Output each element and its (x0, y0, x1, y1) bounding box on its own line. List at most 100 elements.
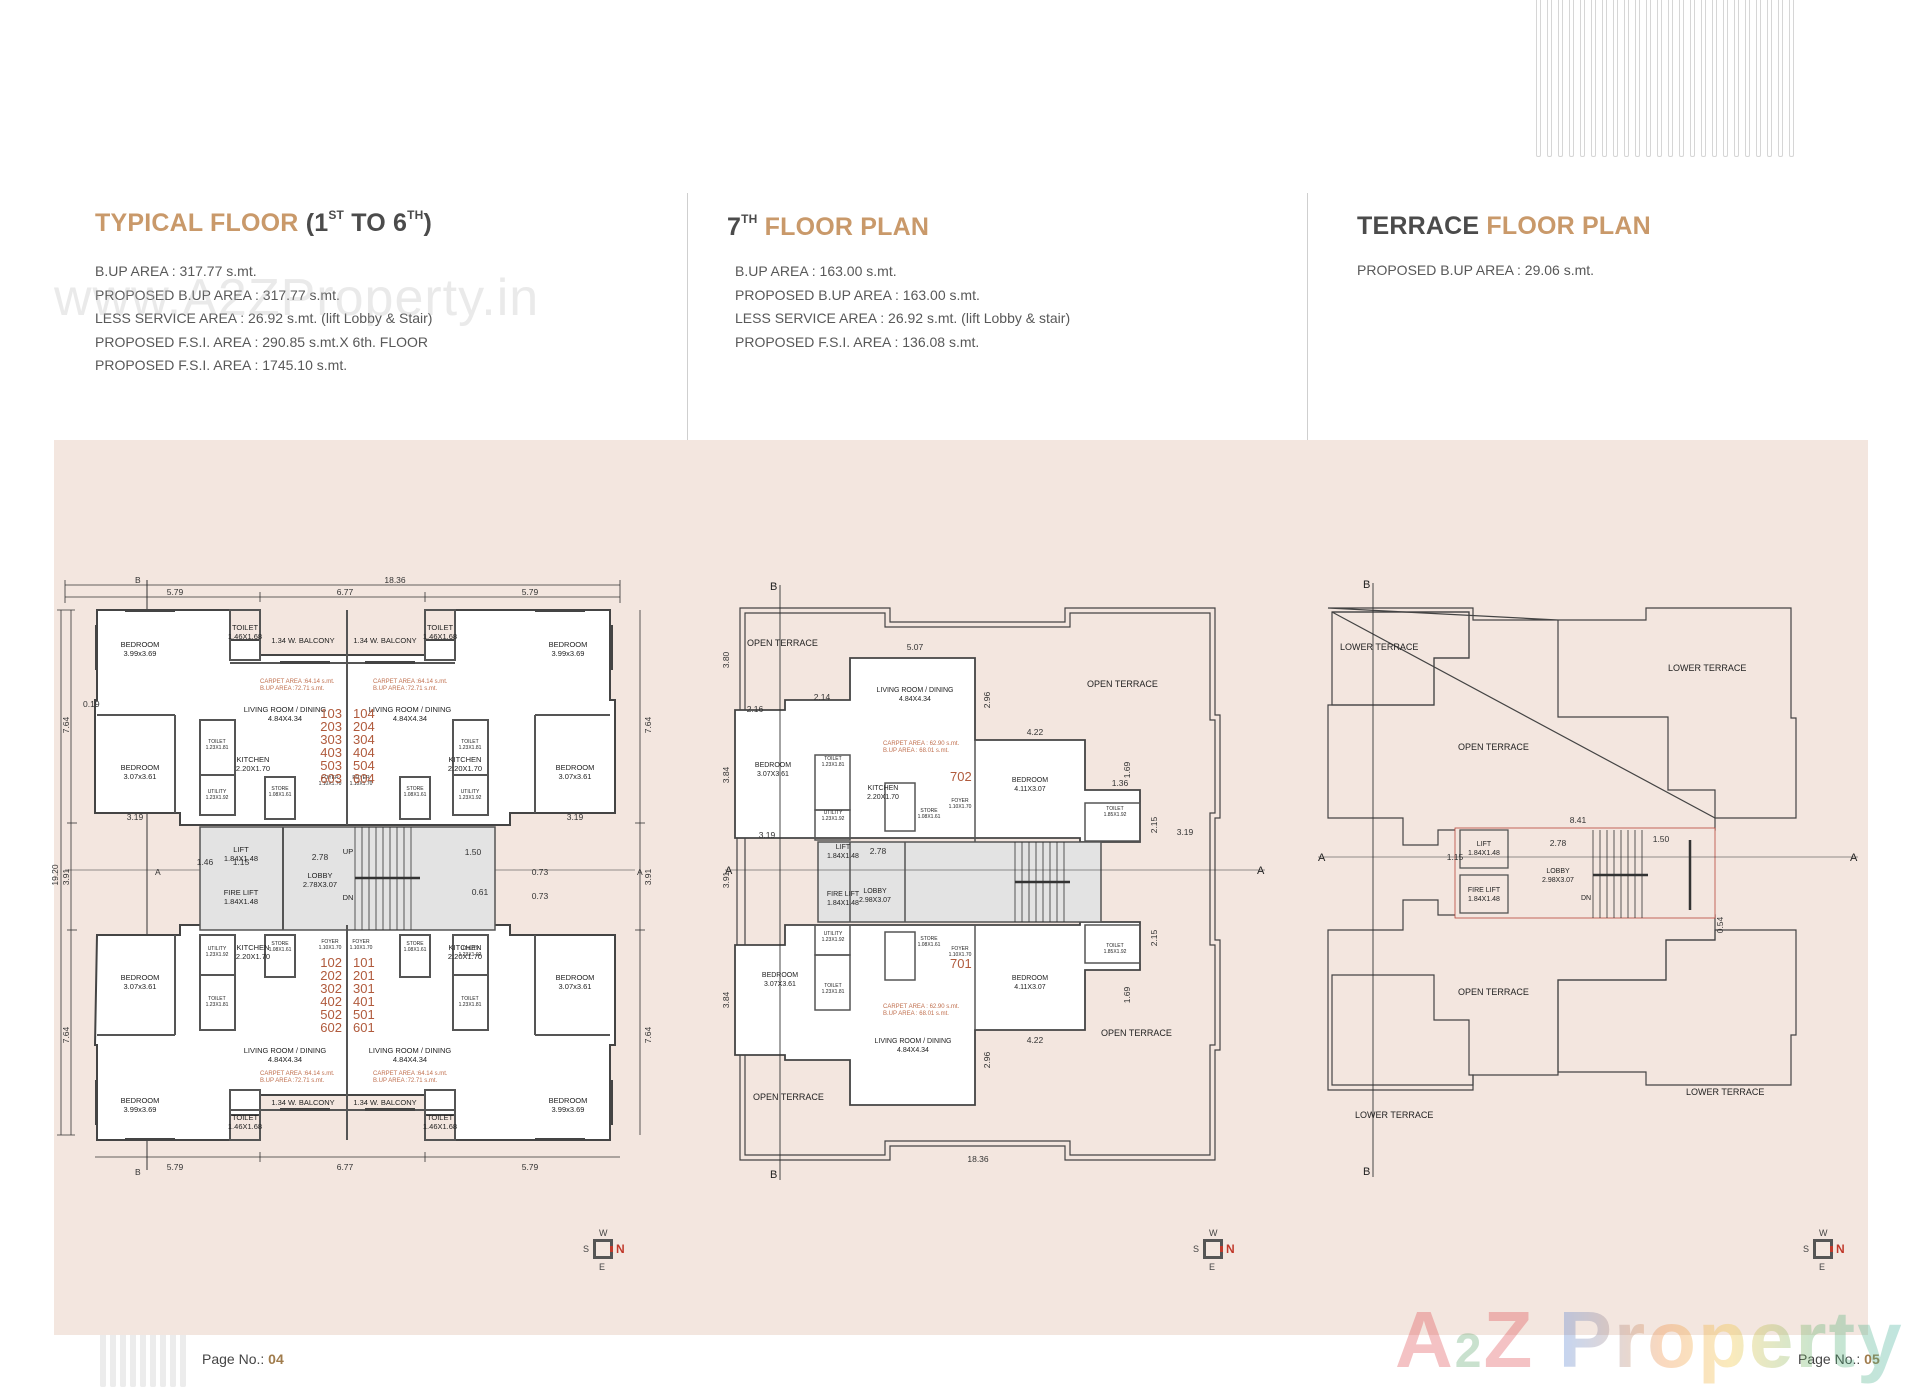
svg-text:102: 102 (320, 955, 342, 970)
svg-text:0.54: 0.54 (1715, 916, 1725, 933)
column-divider (687, 193, 688, 573)
svg-text:UTILITY: UTILITY (208, 946, 227, 952)
svg-text:7.64: 7.64 (643, 1026, 653, 1043)
svg-text:LIVING ROOM / DINING: LIVING ROOM / DINING (874, 1038, 951, 1045)
svg-text:FIRE LIFT: FIRE LIFT (224, 888, 259, 897)
svg-text:OPEN TERRACE: OPEN TERRACE (1458, 987, 1529, 997)
svg-text:104: 104 (353, 706, 375, 721)
svg-text:3.07x3.61: 3.07x3.61 (124, 772, 157, 781)
svg-text:1.10X1.70: 1.10X1.70 (319, 945, 342, 951)
svg-text:1.10X1.70: 1.10X1.70 (949, 952, 972, 958)
svg-text:1.08X1.61: 1.08X1.61 (404, 792, 427, 798)
svg-text:1.84X1.48: 1.84X1.48 (1468, 896, 1500, 903)
spec-line: B.UP AREA : 317.77 s.mt. (95, 263, 257, 279)
terrace-floor-header: TERRACE FLOOR PLAN PROPOSED B.UP AREA : … (1357, 212, 1651, 283)
svg-text:1.08X1.61: 1.08X1.61 (269, 792, 292, 798)
svg-text:7.64: 7.64 (61, 716, 71, 733)
svg-text:4.22: 4.22 (1027, 1035, 1044, 1045)
svg-text:OPEN TERRACE: OPEN TERRACE (753, 1092, 824, 1102)
svg-text:1.69: 1.69 (1122, 986, 1132, 1003)
svg-text:0.73: 0.73 (532, 891, 549, 901)
svg-text:304: 304 (353, 732, 375, 747)
svg-text:BEDROOM: BEDROOM (121, 1096, 160, 1105)
decorative-stripes-bottom (100, 1332, 186, 1387)
svg-text:UTILITY: UTILITY (461, 789, 480, 795)
page-number-left: Page No.: 04 (202, 1351, 284, 1367)
svg-text:KITCHEN: KITCHEN (449, 755, 482, 764)
spec-line: PROPOSED F.S.I. AREA : 1745.10 s.mt. (95, 357, 348, 373)
page-number-right: Page No.: 05 (1798, 1351, 1880, 1367)
svg-text:3.91: 3.91 (61, 868, 71, 885)
svg-text:701: 701 (950, 956, 972, 971)
typical-floor-header: TYPICAL FLOOR (1ST TO 6TH) B.UP AREA : 3… (95, 208, 432, 378)
svg-text:STORE: STORE (271, 786, 289, 792)
svg-text:DN: DN (1581, 895, 1591, 902)
svg-text:1.23X1.92: 1.23X1.92 (206, 795, 229, 801)
svg-text:1.34 W. BALCONY: 1.34 W. BALCONY (271, 636, 334, 645)
svg-text:OPEN TERRACE: OPEN TERRACE (1087, 679, 1158, 689)
svg-text:502: 502 (320, 1007, 342, 1022)
svg-text:A: A (725, 865, 733, 877)
svg-text:0.73: 0.73 (532, 867, 549, 877)
svg-text:UTILITY: UTILITY (824, 810, 843, 816)
svg-text:1.23X1.81: 1.23X1.81 (822, 762, 845, 768)
svg-text:BEDROOM: BEDROOM (1012, 975, 1048, 982)
svg-text:1.23X1.92: 1.23X1.92 (822, 937, 845, 943)
compass-icon: W S E N (1193, 1228, 1235, 1272)
svg-text:B: B (770, 1169, 777, 1181)
svg-text:5.79: 5.79 (167, 1162, 184, 1172)
svg-text:603: 603 (320, 771, 342, 786)
svg-text:LOWER TERRACE: LOWER TERRACE (1355, 1110, 1433, 1120)
svg-text:2.78: 2.78 (1550, 838, 1567, 848)
spec-line: PROPOSED B.UP AREA : 163.00 s.mt. (735, 286, 980, 303)
seventh-floor-plan: OPEN TERRACE OPEN TERRACE OPEN TERRACE O… (721, 580, 1285, 1181)
column-divider (1307, 193, 1308, 573)
svg-text:5.79: 5.79 (167, 587, 184, 597)
spec-line: PROPOSED B.UP AREA : 317.77 s.mt. (95, 286, 340, 303)
svg-text:4.84X4.34: 4.84X4.34 (897, 1047, 929, 1054)
svg-text:KITCHEN: KITCHEN (868, 785, 899, 792)
svg-text:B: B (135, 1167, 141, 1177)
svg-text:3.91: 3.91 (721, 871, 731, 888)
svg-text:8.41: 8.41 (1570, 815, 1587, 825)
svg-text:1.23X1.81: 1.23X1.81 (206, 1002, 229, 1008)
svg-text:1.08X1.61: 1.08X1.61 (404, 947, 427, 953)
svg-text:103: 103 (320, 706, 342, 721)
svg-text:1.84X1.48: 1.84X1.48 (224, 854, 258, 863)
svg-text:1.34 W. BALCONY: 1.34 W. BALCONY (353, 1098, 416, 1107)
svg-text:OPEN TERRACE: OPEN TERRACE (747, 638, 818, 648)
svg-text:3.84: 3.84 (721, 766, 731, 783)
svg-text:FIRE LIFT: FIRE LIFT (827, 891, 860, 898)
svg-text:4.11X3.07: 4.11X3.07 (1014, 786, 1046, 793)
svg-text:1.08X1.61: 1.08X1.61 (269, 947, 292, 953)
spec-line: LESS SERVICE AREA : 26.92 s.mt. (lift Lo… (735, 310, 1071, 326)
svg-text:LOWER TERRACE: LOWER TERRACE (1668, 663, 1746, 673)
svg-text:B: B (770, 581, 777, 593)
svg-text:B.UP AREA :72.71 s.mt.: B.UP AREA :72.71 s.mt. (373, 686, 438, 692)
svg-text:0.19: 0.19 (83, 699, 100, 709)
svg-text:KITCHEN: KITCHEN (237, 943, 270, 952)
svg-text:1.23X1.81: 1.23X1.81 (206, 745, 229, 751)
svg-text:3.19: 3.19 (567, 812, 584, 822)
svg-text:3.07x3.61: 3.07x3.61 (124, 982, 157, 991)
svg-text:1.85X1.92: 1.85X1.92 (1104, 949, 1127, 955)
svg-text:1.10X1.70: 1.10X1.70 (350, 945, 373, 951)
svg-text:TOILET: TOILET (824, 756, 841, 762)
svg-text:301: 301 (353, 981, 375, 996)
svg-text:CARPET AREA : 62.90 s.mt.: CARPET AREA : 62.90 s.mt. (883, 1004, 960, 1010)
svg-text:3.99x3.69: 3.99x3.69 (552, 649, 585, 658)
svg-text:LOBBY: LOBBY (307, 871, 332, 880)
svg-text:B.UP AREA : 68.01 s.mt.: B.UP AREA : 68.01 s.mt. (883, 1011, 949, 1017)
svg-text:BEDROOM: BEDROOM (121, 973, 160, 982)
svg-text:1.46X1.68: 1.46X1.68 (228, 632, 262, 641)
svg-text:FOYER: FOYER (352, 775, 370, 781)
seventh-floor-header: 7TH FLOOR PLAN B.UP AREA : 163.00 s.mt. … (727, 212, 1070, 354)
svg-text:LIVING ROOM / DINING: LIVING ROOM / DINING (369, 1046, 452, 1055)
svg-text:B.UP AREA :72.71 s.mt.: B.UP AREA :72.71 s.mt. (373, 1078, 438, 1084)
svg-text:BEDROOM: BEDROOM (1012, 777, 1048, 784)
typical-floor-plan: 18.36 5.79 6.77 5.79 5.79 6.77 5.79 19.2… (50, 575, 655, 1177)
svg-text:5.07: 5.07 (907, 642, 924, 652)
svg-text:3.99x3.69: 3.99x3.69 (124, 649, 157, 658)
svg-text:TOILET: TOILET (1106, 943, 1123, 949)
svg-text:2.20X1.70: 2.20X1.70 (448, 764, 482, 773)
